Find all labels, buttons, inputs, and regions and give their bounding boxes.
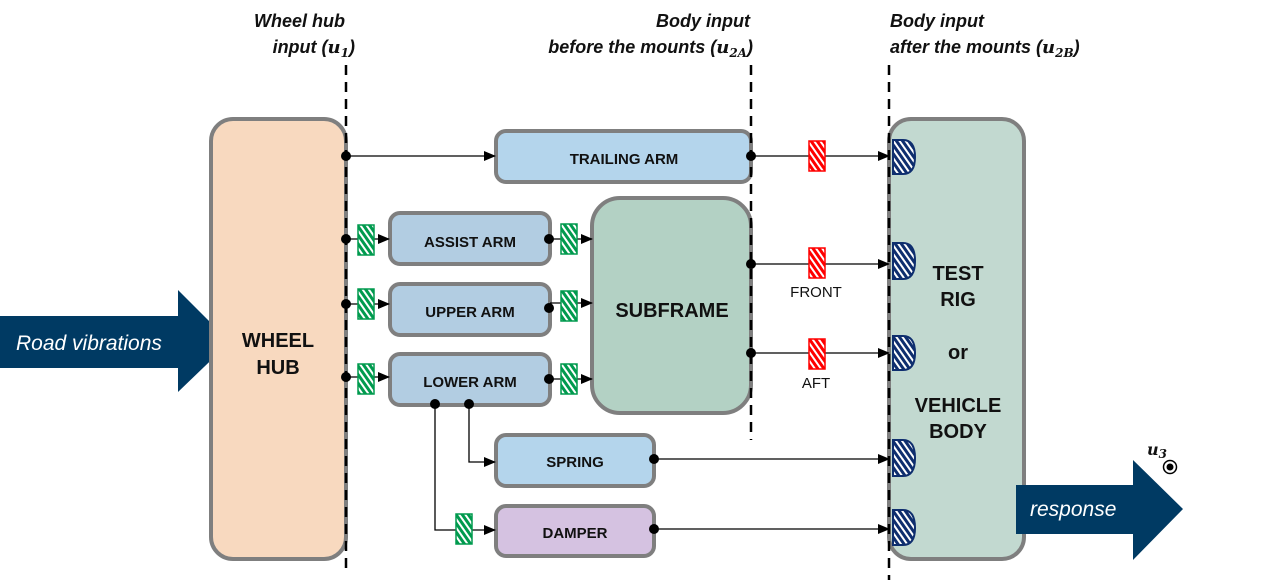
bushing-icon (455, 513, 473, 545)
header-body-input-after-mounts: Body input after the mounts (u2B) (890, 11, 1080, 60)
connection-dot (341, 151, 351, 161)
lower-arm-block: LOWER ARM (388, 352, 552, 407)
u3-point-inner-icon (1166, 463, 1174, 471)
header-body-input-before-mounts: Body input before the mounts (u2A) (548, 11, 753, 60)
attachment-point-icon (892, 242, 917, 280)
header-line2: after the mounts (u2B) (890, 37, 1080, 60)
attachment-point-icon (892, 439, 917, 477)
wheel-hub-block: WHEEL HUB (209, 117, 348, 561)
header-line1: Body input (656, 11, 751, 31)
connection-dot (341, 234, 351, 244)
connection-dot (464, 399, 474, 409)
header-line2: before the mounts (u2A) (548, 37, 753, 60)
spring-label: SPRING (546, 454, 604, 471)
output-arrow-shape (1016, 460, 1183, 560)
front-mount-label: FRONT (790, 284, 842, 301)
connection-dot (544, 374, 554, 384)
header-line1: Wheel hub (254, 11, 345, 31)
damper-label: DAMPER (542, 525, 607, 542)
test-rig-label-line5: BODY (929, 421, 987, 443)
bushing-icon (357, 363, 375, 395)
upper-arm-block: UPPER ARM (388, 282, 552, 337)
test-rig-label-or: or (948, 342, 968, 364)
u3-label: u3 (1147, 440, 1167, 461)
header-line1: Body input (890, 11, 985, 31)
wheel-hub-label-line1: WHEEL (242, 330, 314, 352)
test-rig-label-line2: RIG (940, 289, 976, 311)
test-rig-label-line4: VEHICLE (915, 395, 1002, 417)
spring-block: SPRING (494, 433, 656, 488)
bushings (357, 223, 578, 545)
upper-arm-label: UPPER ARM (425, 304, 514, 321)
header-wheel-hub-input: Wheel hub input (u1) (254, 11, 355, 60)
body-mounts: FRONT AFT (790, 140, 842, 392)
road-vibrations-label: Road vibrations (16, 332, 162, 355)
bushing-icon (357, 224, 375, 256)
bushing-icon (560, 223, 578, 255)
response-label: response (1030, 498, 1116, 521)
wheel-hub-label-line2: HUB (256, 357, 299, 379)
connection-dots (341, 151, 756, 534)
wire-lower-arm-to-spring (468, 404, 496, 467)
trailing-arm-label: TRAILING ARM (570, 151, 679, 168)
connection-dot (341, 372, 351, 382)
road-vibrations-arrow: Road vibrations (0, 290, 230, 392)
connection-dot (341, 299, 351, 309)
connection-dot (430, 399, 440, 409)
header-line2: input (u1) (273, 37, 355, 60)
test-rig-block: TEST RIG or VEHICLE BODY (887, 117, 1026, 561)
assist-arm-block: ASSIST ARM (388, 211, 552, 266)
subframe-block: SUBFRAME (590, 196, 753, 415)
bushing-icon (357, 288, 375, 320)
response-arrow: response (1016, 460, 1183, 560)
subframe-label: SUBFRAME (615, 300, 728, 322)
input-arrow-shape (0, 290, 230, 392)
attachment-point-icon (892, 335, 917, 371)
connection-dot (746, 151, 756, 161)
mount-icon (808, 140, 826, 172)
trailing-arm-block: TRAILING ARM (494, 129, 753, 184)
damper-block: DAMPER (494, 504, 656, 558)
connection-dot (544, 234, 554, 244)
connection-dot (649, 524, 659, 534)
connection-dot (649, 454, 659, 464)
assist-arm-label: ASSIST ARM (424, 234, 516, 251)
attachment-point-icon (892, 509, 917, 546)
bushing-icon (560, 363, 578, 395)
connection-dot (746, 259, 756, 269)
bushing-icon (560, 290, 578, 322)
u3-measurement-point: u3 (1147, 440, 1178, 475)
aft-mount-label: AFT (802, 375, 830, 392)
connection-dot (746, 348, 756, 358)
connection-dot (544, 303, 554, 313)
lower-arm-label: LOWER ARM (423, 374, 517, 391)
body-attachment-points (892, 139, 917, 546)
test-rig-label-line1: TEST (932, 263, 983, 285)
attachment-point-icon (892, 139, 917, 175)
mount-icon-aft (808, 338, 826, 370)
mount-icon-front (808, 247, 826, 279)
wire-lower-arm-to-damper (434, 404, 496, 535)
